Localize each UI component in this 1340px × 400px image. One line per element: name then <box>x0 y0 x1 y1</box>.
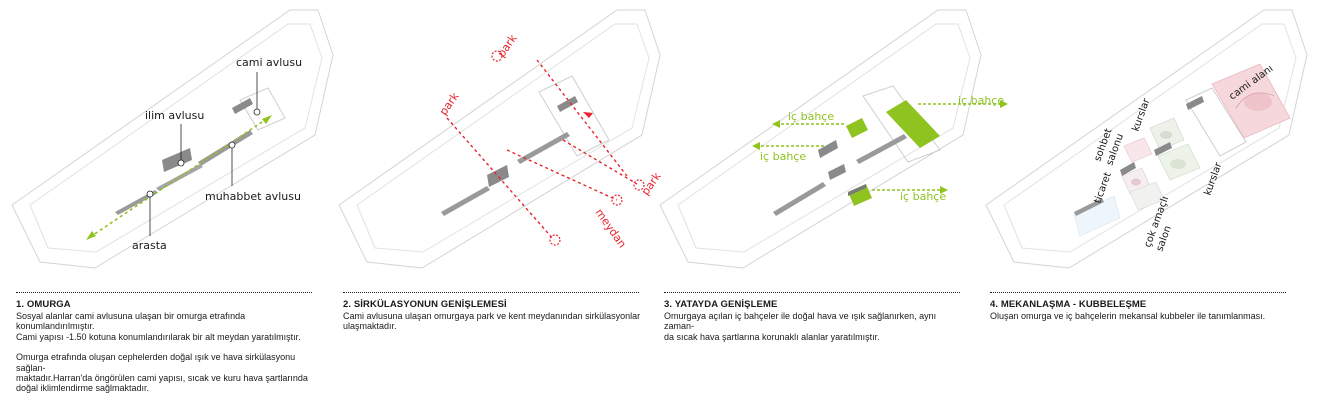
label-muhabbet-avlusu: muhabbet avlusu <box>205 190 301 203</box>
slab-cami <box>232 98 253 114</box>
label-ic-bahce-2: iç bahçe <box>760 150 806 163</box>
slab-middle <box>156 164 203 191</box>
label-meydan: meydan <box>593 206 629 250</box>
site-outline-inner <box>677 23 971 253</box>
axis-arrow-start <box>86 231 96 240</box>
label-ilim-avlusu: ilim avlusu <box>145 109 204 122</box>
caption-divider <box>343 292 639 293</box>
slab-c <box>828 164 846 180</box>
caption-divider <box>664 292 960 293</box>
path-meydan <box>506 149 618 201</box>
building-outline <box>1185 87 1247 157</box>
diagram-omurga: cami avlusu ilim avlusu muhabbet avlusu … <box>11 9 334 269</box>
caption-title: 3. YATAYDA GENİŞLEME <box>664 299 778 310</box>
slab-arasta <box>773 182 826 216</box>
caption-divider <box>16 292 312 293</box>
site-outline-outer <box>11 9 334 269</box>
slab-arasta <box>441 186 490 216</box>
diagram-sirkulasyon: park park park meydan <box>338 9 664 269</box>
caption-line: Oluşan omurga ve iç bahçelerin mekansal … <box>990 311 1266 321</box>
caption-divider <box>990 292 1286 293</box>
dome-cok-amacli <box>1129 181 1165 211</box>
garden-3-edge <box>848 184 866 196</box>
caption-sirkulasyon: 2. SİRKÜLASYONUN GENİŞLEMESİ Cami avlusu… <box>343 292 643 332</box>
slab-b <box>1154 142 1172 156</box>
arrow-head-4 <box>940 186 948 194</box>
panel-omurga: cami avlusu ilim avlusu muhabbet avlusu … <box>0 0 335 400</box>
caption-title: 2. SİRKÜLASYONUN GENİŞLEMESİ <box>343 299 507 310</box>
dome-cami-curve <box>1235 92 1275 109</box>
caption-line: Omurgaya açılan iç bahçeler ile doğal ha… <box>664 311 937 332</box>
label-ic-bahce-3: iç bahçe <box>958 94 1004 107</box>
arrow-park-top <box>583 112 593 118</box>
site-outline-inner <box>356 23 650 253</box>
marker-park-top <box>491 50 503 62</box>
caption-line: maktadır.Harran'da öngörülen cami yapısı… <box>16 373 308 384</box>
diagram-yatay: iç bahçe iç bahçe iç bahçe iç bahçe <box>659 9 1008 269</box>
marker-ilim <box>177 159 185 167</box>
label-ic-bahce-4: iç bahçe <box>900 190 946 203</box>
slab-c <box>557 96 578 112</box>
garden-1 <box>846 118 868 138</box>
label-arasta: arasta <box>132 239 167 252</box>
slab-a <box>1120 162 1136 176</box>
garden-2 <box>886 100 940 148</box>
panel-sirkulasyon: park park park meydan 2. SİRKÜLASYONUN G… <box>327 0 664 400</box>
label-kurslar-bottom: kurslar <box>1202 160 1224 197</box>
label-ic-bahce-1: iç bahçe <box>788 110 834 123</box>
label-park-left: park <box>437 90 462 118</box>
slab-ilim <box>162 148 192 172</box>
slab-muhabbet <box>198 130 253 166</box>
caption-line: da sıcak hava şartlarına korunaklı alanl… <box>664 331 880 342</box>
site-outline-outer <box>659 9 982 269</box>
site-outline-outer <box>985 9 1308 269</box>
caption-line: Cami avlusuna ulaşan omurgaya park ve ke… <box>343 311 641 321</box>
building-outline <box>239 87 286 131</box>
caption-line: Cami yapısı -1.50 kotuna konumlandırılar… <box>16 331 301 342</box>
marker-park-right <box>633 179 645 191</box>
marker-park-left <box>549 234 561 246</box>
slab-c <box>1186 96 1204 110</box>
caption-omurga: 1. OMURGA Sosyal alanlar cami avlusuna u… <box>16 292 316 394</box>
caption-line: doğal iklimlendirme sağlmaktadır. <box>16 383 150 394</box>
panel-mekanlasma: cami alanı sohbet salonu kurslar ticaret… <box>974 0 1309 400</box>
caption-title: 1. OMURGA <box>16 299 71 310</box>
dome-cami-shade <box>1244 93 1272 111</box>
dome-kurslar-top-shade <box>1160 131 1172 139</box>
arrow-head-1 <box>772 120 780 128</box>
caption-line: Sosyal alanlar cami avlusuna ulaşan bir … <box>16 311 246 332</box>
label-cami-avlusu: cami avlusu <box>236 56 302 69</box>
slab-b <box>517 132 570 164</box>
slab-b <box>856 134 907 164</box>
arrow-head-2 <box>752 142 760 150</box>
diagram-mekanlasma: cami alanı sohbet salonu kurslar ticaret… <box>985 9 1308 269</box>
path-park-right <box>562 139 638 185</box>
site-outline-inner <box>29 23 323 253</box>
marker-muhabbet <box>228 141 236 149</box>
caption-line: Omurga etrafında oluşan cephelerden doğa… <box>16 352 296 373</box>
caption-line: ulaşmaktadır. <box>343 321 397 332</box>
arrow-head-3 <box>1000 100 1008 108</box>
marker-meydan <box>611 194 623 206</box>
slab-arasta <box>1074 198 1104 216</box>
dome-ticaret-shade <box>1131 178 1141 186</box>
slab-a <box>818 140 838 158</box>
site-outline-outer <box>338 9 661 269</box>
dome-kurslar-bottom-shade <box>1170 159 1186 169</box>
site-outline-inner <box>1003 23 1297 253</box>
caption-yatay: 3. YATAYDA GENİŞLEME Omurgaya açılan iç … <box>664 292 964 342</box>
dome-sohbet <box>1123 137 1153 163</box>
panel-yatay: iç bahçe iç bahçe iç bahçe iç bahçe 3. Y… <box>648 0 1008 400</box>
slab-a <box>487 165 509 187</box>
label-park-top: park <box>495 32 520 60</box>
caption-title: 4. MEKANLAŞMA - KUBBELEŞME <box>990 299 1147 310</box>
caption-mekanlasma: 4. MEKANLAŞMA - KUBBELEŞME Oluşan omurga… <box>990 292 1290 321</box>
marker-arasta <box>146 190 154 198</box>
marker-cami <box>253 108 261 116</box>
path-park-top <box>536 59 628 177</box>
slab-arasta <box>115 190 158 215</box>
axis-arrow-end <box>262 115 272 124</box>
